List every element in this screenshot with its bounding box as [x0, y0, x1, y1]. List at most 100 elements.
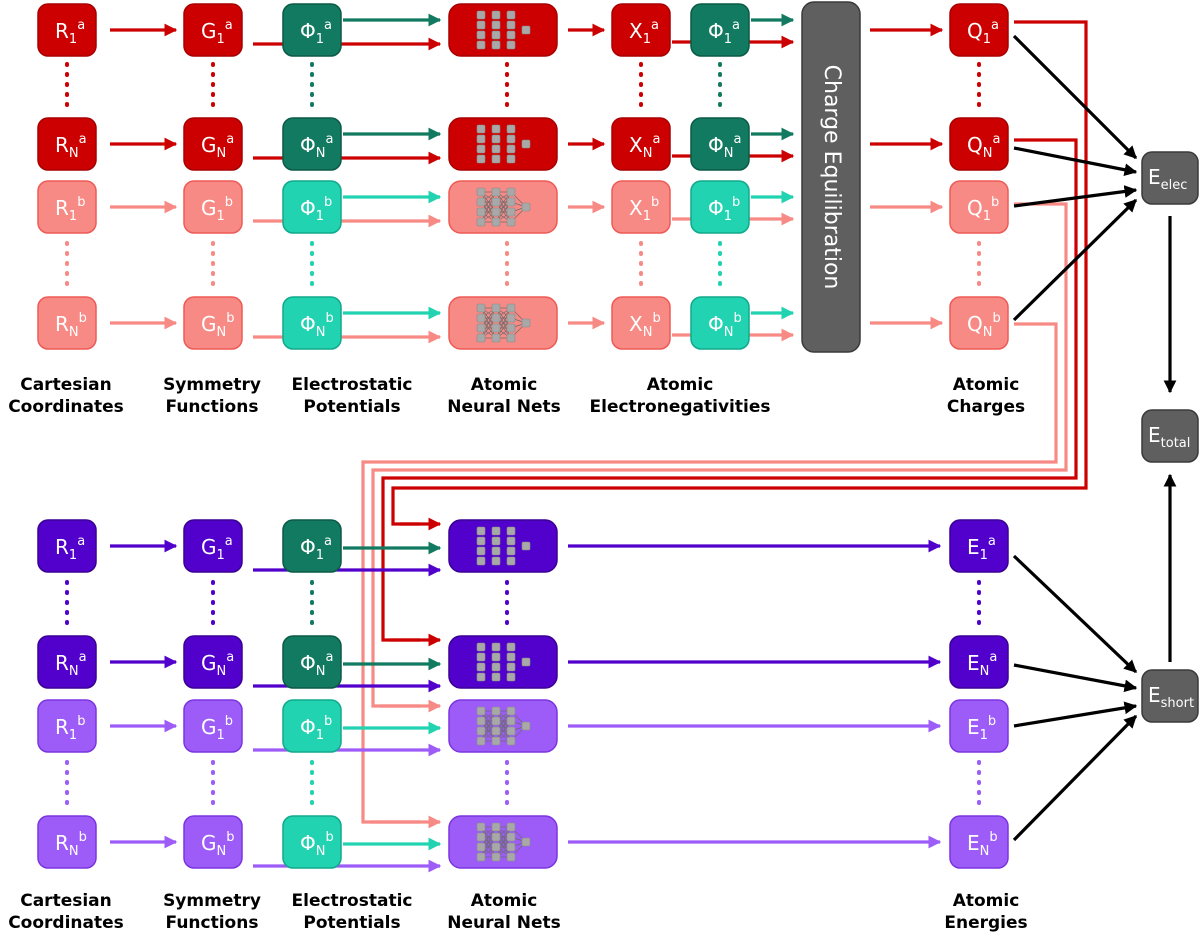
- neuron: [491, 546, 501, 556]
- neuron: [506, 546, 516, 556]
- neuron: [476, 333, 486, 343]
- neuron: [506, 144, 516, 154]
- phi1b-box-top: Φ1b: [282, 180, 342, 234]
- phi1b-box-bottom-label: Φ1b: [300, 714, 332, 743]
- RNa-box-top: RNa: [37, 117, 97, 171]
- nnNb-box-bottom: [448, 815, 558, 869]
- neuron: [521, 837, 531, 847]
- E-elec-node: Eelec: [1141, 151, 1199, 205]
- neuron: [491, 652, 501, 662]
- arrow: [1012, 198, 1138, 322]
- neuron: [506, 672, 516, 682]
- phi1a-box-x-label: Φ1a: [708, 18, 740, 47]
- neuron: [476, 822, 486, 832]
- neuron: [506, 706, 516, 716]
- neuron: [491, 197, 501, 207]
- R1a-box-top-label: R1a: [55, 18, 85, 47]
- neuron: [476, 642, 486, 652]
- neuron: [506, 832, 516, 842]
- nnNa-box-bottom: [448, 635, 558, 689]
- E-short-node: Eshort: [1141, 669, 1199, 723]
- neuron: [491, 30, 501, 40]
- neuron: [476, 217, 486, 227]
- XNa-box-label: XNa: [629, 132, 660, 161]
- phiNa-box-x: ΦNa: [690, 117, 750, 171]
- neuron: [476, 716, 486, 726]
- RNa-box-top-label: RNa: [55, 132, 87, 161]
- XNb-box-label: XNb: [629, 311, 661, 340]
- neuron: [476, 536, 486, 546]
- phi1b-box-x: Φ1b: [690, 180, 750, 234]
- neuron: [491, 144, 501, 154]
- neuron: [506, 662, 516, 672]
- RNa-box-bottom: RNa: [37, 635, 97, 689]
- neuron: [521, 25, 531, 35]
- arrow: [1012, 554, 1138, 674]
- E1a-box-label: E1a: [967, 534, 996, 563]
- charge-equilibration-label: Charge Equilibration: [819, 65, 844, 290]
- neuron: [506, 333, 516, 343]
- neuron: [506, 207, 516, 217]
- X1a-box-label: X1a: [629, 18, 659, 47]
- ENb-box-label: ENb: [967, 830, 998, 859]
- neuron: [491, 323, 501, 333]
- neuron: [506, 154, 516, 164]
- XNb-box: XNb: [611, 296, 671, 350]
- neuron: [476, 124, 486, 134]
- GNb-box-top: GNb: [183, 296, 243, 350]
- nn1a-box-top: [448, 3, 558, 57]
- neuron: [506, 842, 516, 852]
- neuron: [476, 706, 486, 716]
- neuron: [476, 842, 486, 852]
- arrow: [1013, 185, 1138, 208]
- route-QNa: [381, 138, 1078, 642]
- neuron: [506, 536, 516, 546]
- Q1b-box: Q1b: [949, 180, 1009, 234]
- neuron: [491, 333, 501, 343]
- phi1a-box-bottom-label: Φ1a: [300, 534, 332, 563]
- arrow: [1013, 701, 1138, 728]
- RNb-box-bottom: RNb: [37, 815, 97, 869]
- neuron: [491, 852, 501, 862]
- neuron: [491, 20, 501, 30]
- R1b-box-top-label: R1b: [55, 195, 85, 224]
- nnNa-box-top: [448, 117, 558, 171]
- neuron: [476, 662, 486, 672]
- neuron: [476, 144, 486, 154]
- phi1a-box-x: Φ1a: [690, 3, 750, 57]
- neuron: [521, 202, 531, 212]
- R1a-box-bottom: R1a: [37, 519, 97, 573]
- E1b-box-label: E1b: [967, 714, 996, 743]
- phi1b-box-top-label: Φ1b: [300, 195, 332, 224]
- neuron: [491, 726, 501, 736]
- nn1a-box-bottom: [448, 519, 558, 573]
- neuron: [491, 736, 501, 746]
- neuron: [476, 726, 486, 736]
- ENa-box-label: ENa: [967, 650, 997, 679]
- neuron: [491, 40, 501, 50]
- neuron: [506, 40, 516, 50]
- G1b-box-bottom: G1b: [183, 699, 243, 753]
- neuron: [491, 642, 501, 652]
- neuron: [506, 187, 516, 197]
- neuron: [476, 526, 486, 536]
- E-short-node-label: Eshort: [1148, 683, 1194, 711]
- phi1a-box-top: Φ1a: [282, 3, 342, 57]
- neuron: [506, 217, 516, 227]
- X1a-box: X1a: [611, 3, 671, 57]
- GNb-box-bottom: GNb: [183, 815, 243, 869]
- neuron: [476, 154, 486, 164]
- G1b-box-bottom-label: G1b: [201, 714, 233, 743]
- neuron: [506, 526, 516, 536]
- R1b-box-bottom-label: R1b: [55, 714, 85, 743]
- neuron: [506, 642, 516, 652]
- neuron: [521, 541, 531, 551]
- phi1a-box-bottom: Φ1a: [282, 519, 342, 573]
- E-total-node: Etotal: [1141, 409, 1199, 463]
- neuron: [506, 303, 516, 313]
